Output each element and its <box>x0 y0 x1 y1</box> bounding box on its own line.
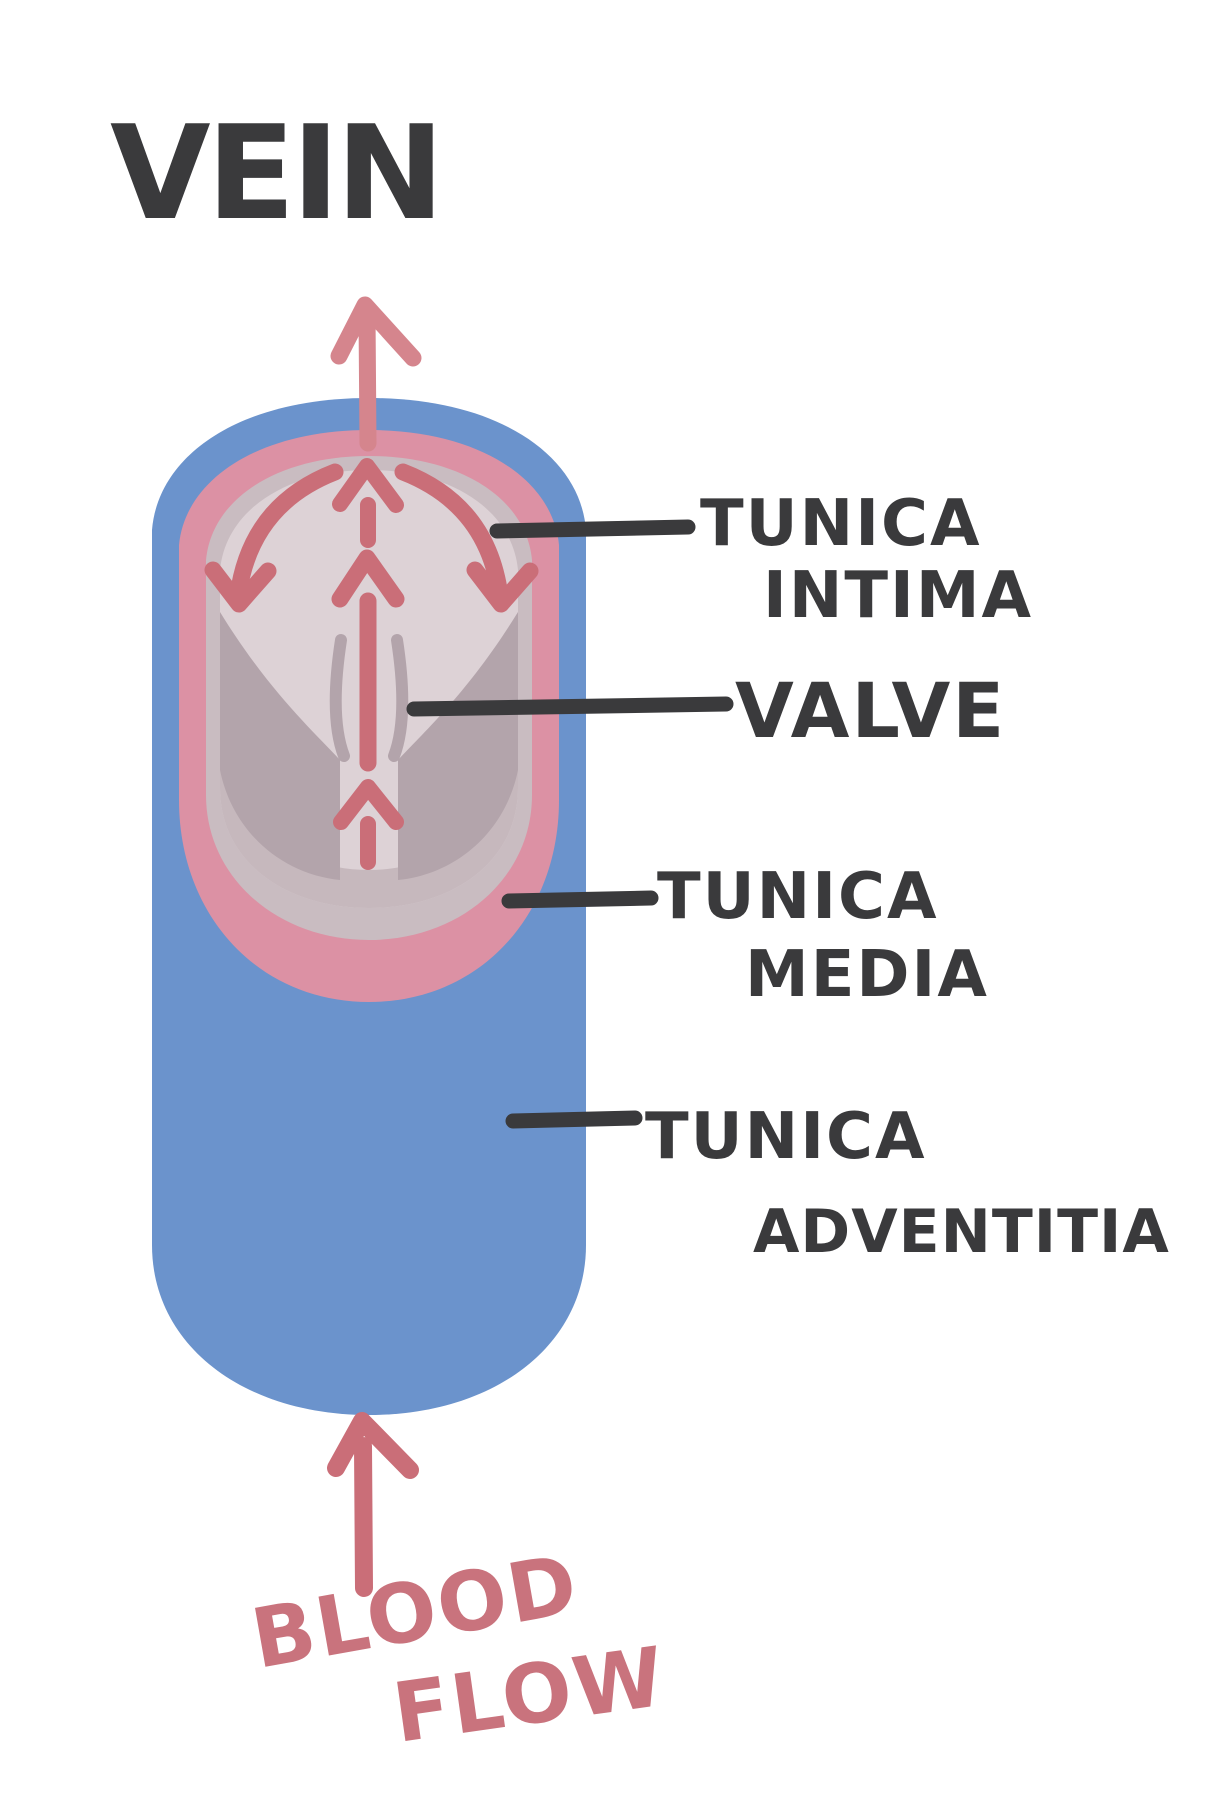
label-tunica-media: TUNICA MEDIA <box>657 860 989 1012</box>
label-tunica-adventitia: TUNICA ADVENTITIA <box>645 1100 1170 1267</box>
label-tunica-intima-line2: INTIMA <box>763 559 1033 633</box>
label-tunica-adventitia-line1: TUNICA <box>645 1100 927 1174</box>
pointer-line-valve <box>406 696 734 717</box>
lumen-bottom-band <box>220 760 518 908</box>
label-tunica-adventitia-line2: ADVENTITIA <box>753 1197 1170 1267</box>
label-tunica-media-line2: MEDIA <box>745 938 989 1012</box>
pointer-line-tunica-adventitia <box>505 1110 643 1129</box>
label-tunica-intima-line1: TUNICA <box>700 487 982 561</box>
pointer-line-tunica-media <box>501 890 659 909</box>
blood-flow-arrow <box>327 1412 419 1597</box>
diagram-title: VEIN <box>110 97 441 249</box>
flow-arrow-center <box>331 549 405 772</box>
flow-arrow-lower <box>333 779 404 870</box>
valve-cusp-left-edge <box>329 634 350 762</box>
flow-arrow-curved-left <box>204 463 344 613</box>
label-blood-flow: BLOOD FLOW <box>245 1537 672 1762</box>
lumen-flow-arrows <box>204 458 539 870</box>
valve-cusp-right-edge <box>388 634 409 762</box>
flow-arrow-curved-right <box>394 463 539 613</box>
exit-flow-arrow <box>330 296 422 452</box>
label-tunica-intima: TUNICA INTIMA <box>700 487 1033 633</box>
flow-arrow-upper <box>332 458 404 548</box>
valve-flap-left <box>220 612 340 880</box>
label-valve: VALVE <box>735 666 1006 755</box>
label-tunica-media-line1: TUNICA <box>657 860 939 934</box>
pointer-line-tunica-intima <box>489 519 696 539</box>
valve-flap-right <box>398 612 518 880</box>
